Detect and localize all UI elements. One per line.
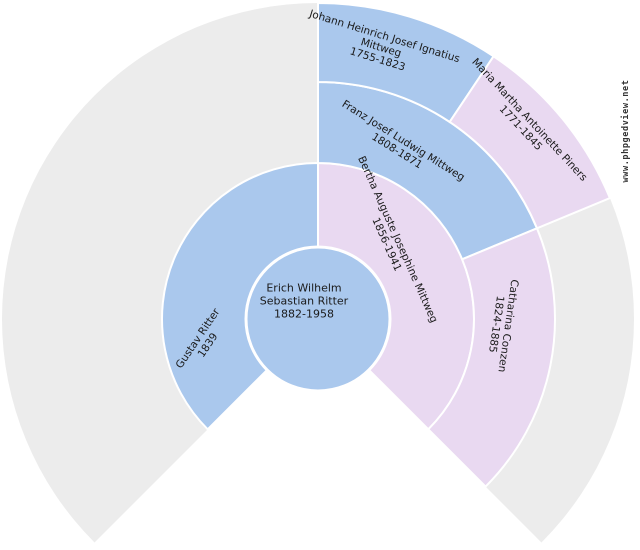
person-name: Erich Wilhelm [266, 281, 342, 295]
person-label-center[interactable]: Erich Wilhelm Sebastian Ritter 1882-1958 [260, 282, 348, 321]
sector-johann[interactable] [317, 1, 495, 124]
sector-center-circle[interactable] [244, 245, 392, 393]
person-name: Sebastian Ritter [259, 294, 349, 308]
watermark: www.phpgedview.net [621, 79, 631, 183]
person-dates: 1882-1958 [274, 307, 334, 321]
sector-maria[interactable] [448, 54, 612, 230]
